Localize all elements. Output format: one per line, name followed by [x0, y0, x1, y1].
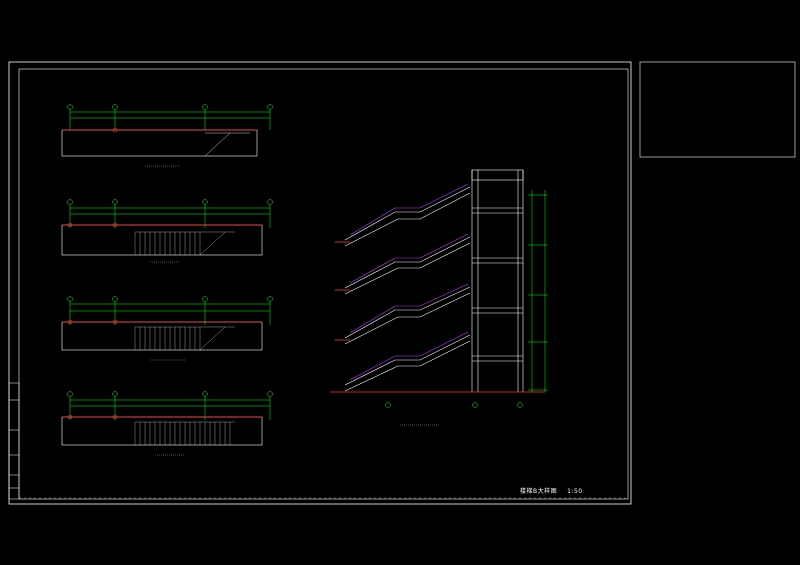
left-title-strip	[8, 382, 20, 500]
sheet-inner-border	[18, 68, 629, 500]
drawing-title-text: 楼梯B大样图	[520, 488, 558, 495]
drawing-title: 楼梯B大样图 1:50	[520, 486, 583, 495]
side-title-block	[639, 61, 796, 158]
stair-plan-1	[61, 104, 273, 167]
stair-section	[330, 169, 548, 426]
drawing-scale: 1:50	[567, 488, 583, 495]
sheet-outer-border	[8, 61, 632, 505]
stair-plan-3	[61, 296, 273, 361]
stair-plan-4	[61, 391, 273, 456]
stair-plan-2	[61, 199, 273, 263]
